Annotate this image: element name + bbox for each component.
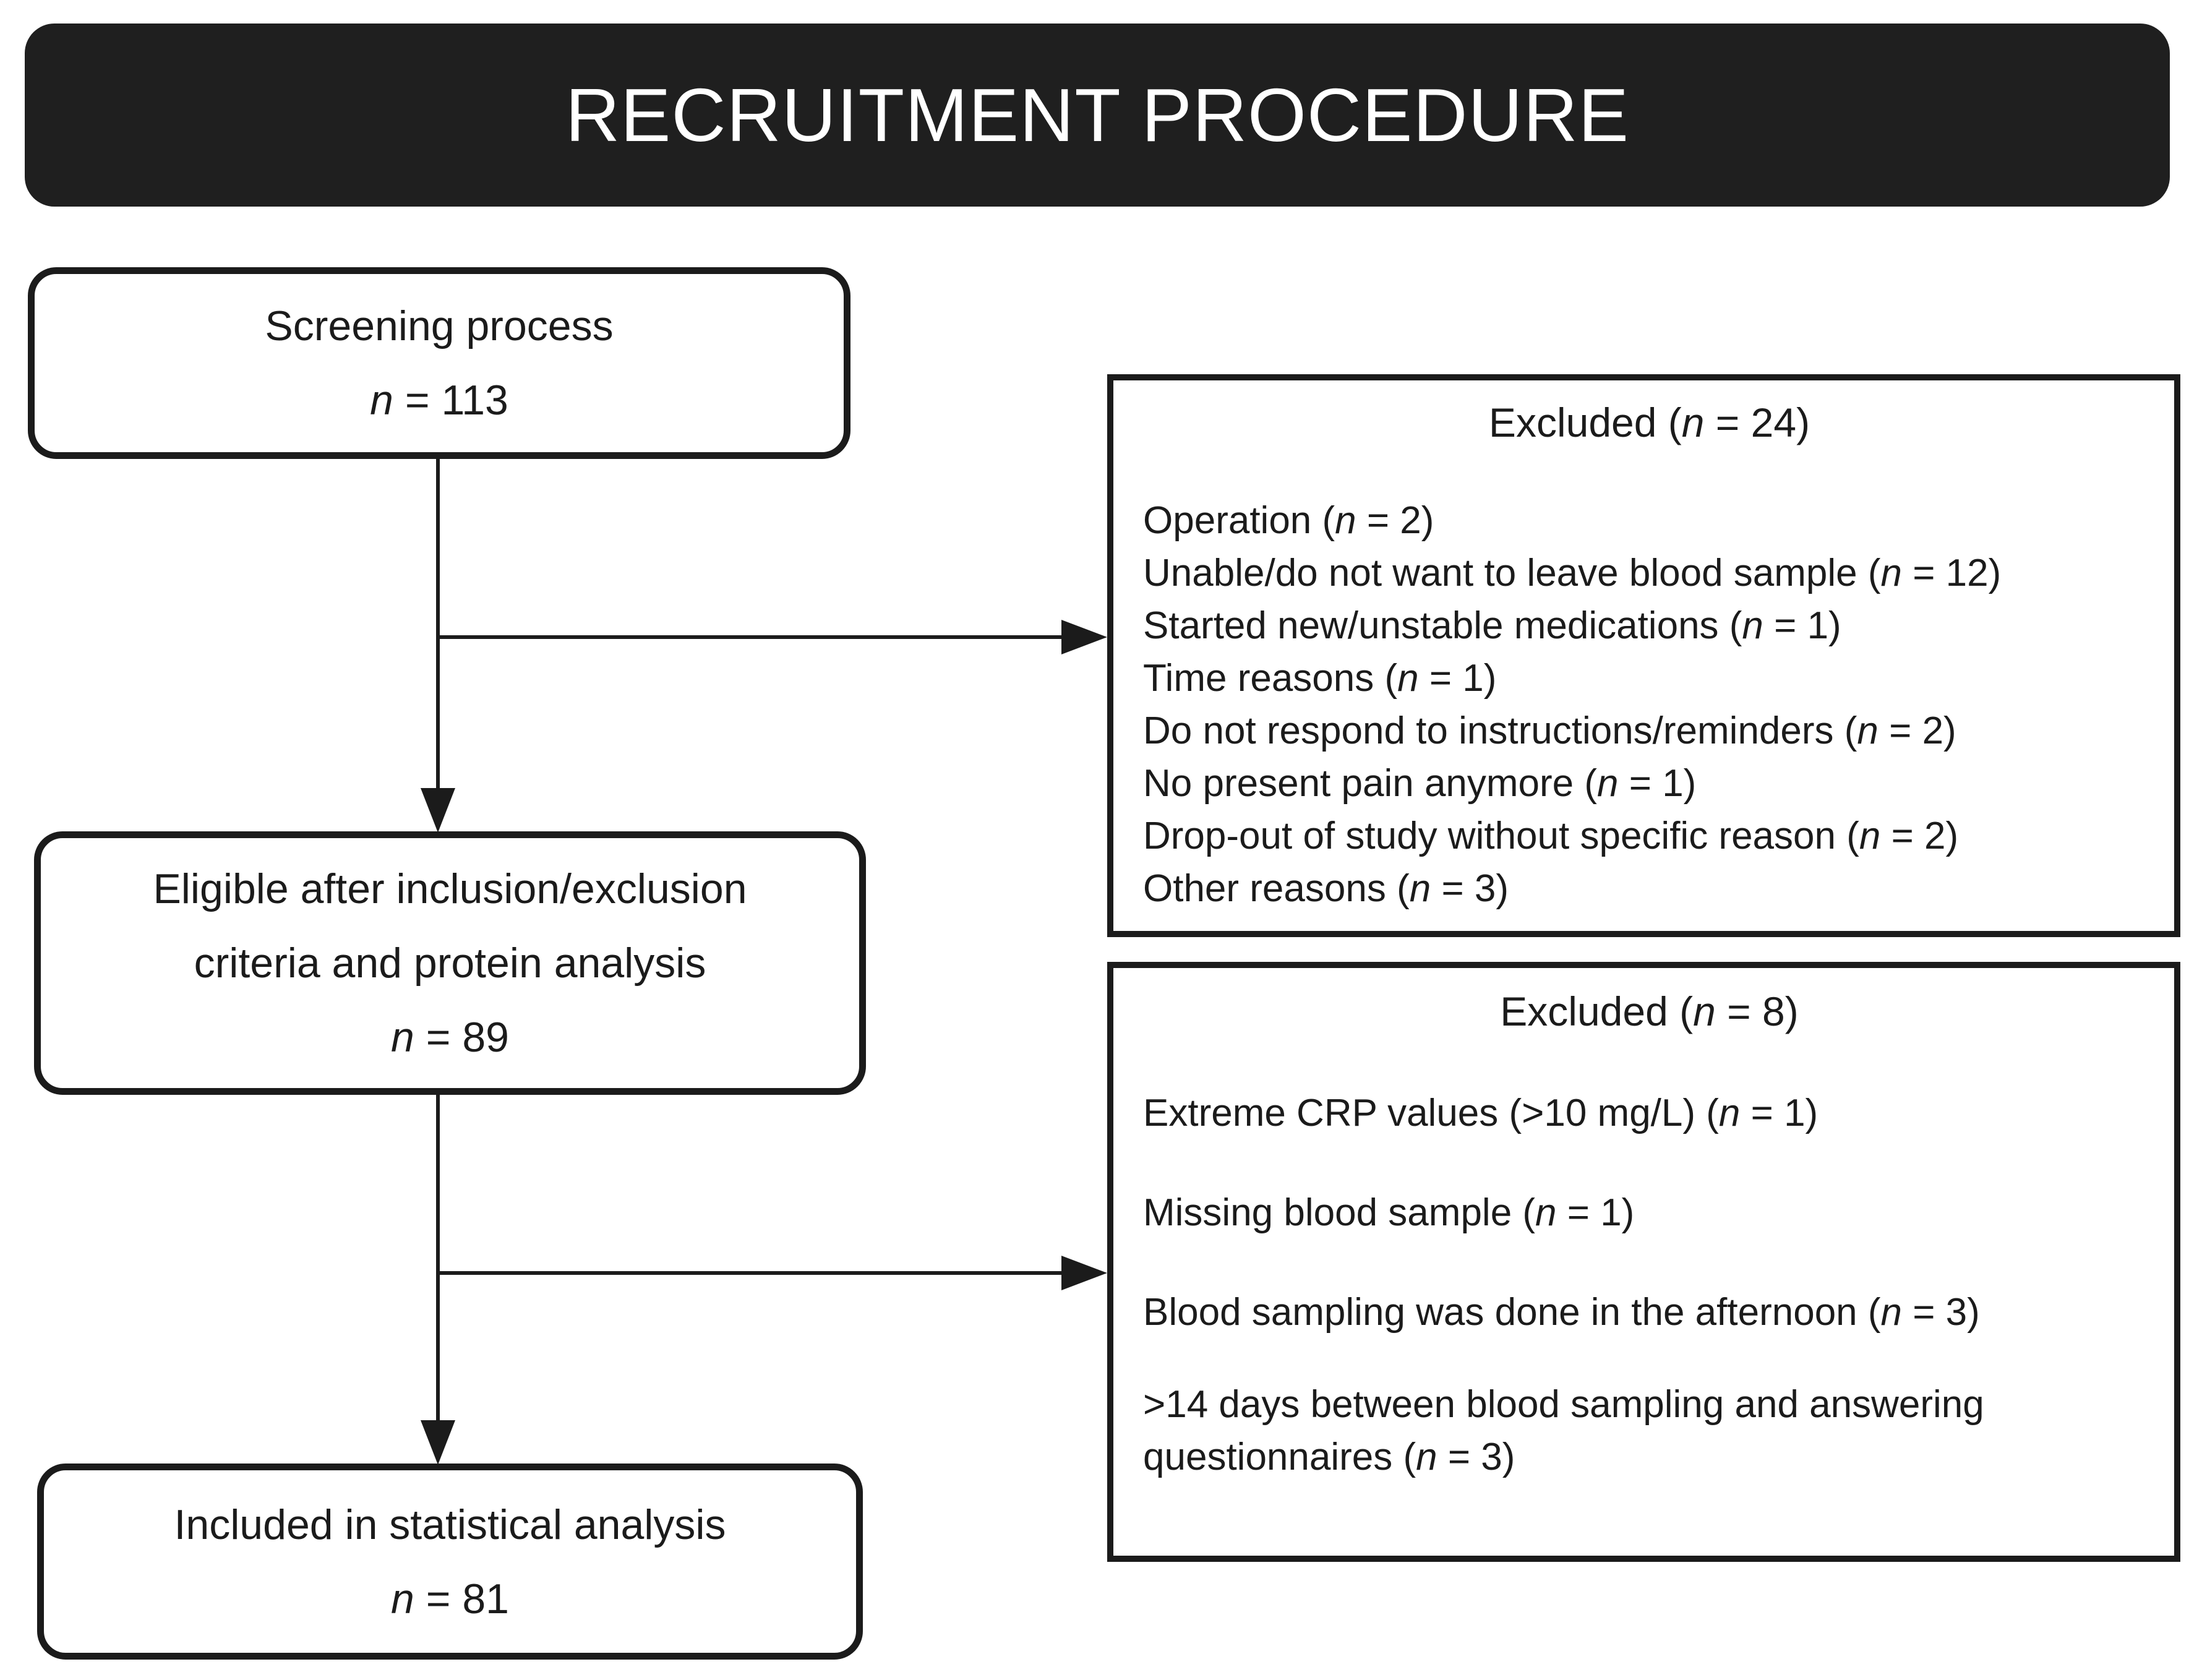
excluded-1-heading-post: = 24) <box>1704 400 1810 445</box>
included-n: n <box>391 1575 414 1622</box>
screening-label: Screening process <box>265 289 613 363</box>
excluded-item-count: = 3) <box>1437 1436 1515 1478</box>
excluded-item-count: = 12) <box>1902 552 2002 594</box>
excluded-item-n: n <box>1718 1092 1741 1134</box>
arrow-right-to-excluded-2-icon <box>438 1256 1107 1290</box>
excluded-item-n: n <box>1742 604 1763 647</box>
excluded-item: Extreme CRP values (>10 mg/L) (n = 1) <box>1143 1087 2156 1139</box>
excluded-item-text: Blood sampling was done in the afternoon… <box>1143 1291 1881 1334</box>
header-bar: RECRUITMENT PROCEDURE <box>25 24 2170 207</box>
excluded-item-count: = 1) <box>1763 604 1841 647</box>
excluded-item-n: n <box>1880 1291 1903 1334</box>
excluded-item-n: n <box>1416 1436 1437 1478</box>
eligible-line2: criteria and protein analysis <box>194 940 706 987</box>
box-screening: Screening process n = 113 <box>28 267 850 459</box>
screening-n: n <box>370 377 393 424</box>
excluded-2-heading-n: n <box>1693 988 1716 1034</box>
excluded-item-n: n <box>1535 1191 1557 1234</box>
excluded-item-n: n <box>1859 815 1881 857</box>
arrow-right-to-excluded-1-icon <box>438 620 1107 654</box>
page-title: RECRUITMENT PROCEDURE <box>565 73 1630 157</box>
excluded-item: Missing blood sample (n = 1) <box>1143 1186 2156 1239</box>
excluded-item-text: Other reasons ( <box>1143 867 1410 910</box>
excluded-item: Do not respond to instructions/reminders… <box>1143 705 2156 757</box>
box-included: Included in statistical analysis n = 81 <box>37 1464 863 1660</box>
excluded-item-text: Operation ( <box>1143 499 1335 542</box>
eligible-n: n <box>391 1014 414 1061</box>
screening-count-text: = 113 <box>393 377 508 424</box>
excluded-2-heading: Excluded (n = 8) <box>1143 983 2156 1040</box>
excluded-item: Unable/do not want to leave blood sample… <box>1143 547 2156 599</box>
excluded-item-text: Unable/do not want to leave blood sample… <box>1143 552 1881 594</box>
excluded-item: Started new/unstable medications (n = 1) <box>1143 599 2156 652</box>
excluded-item-text: Started new/unstable medications ( <box>1143 604 1742 647</box>
excluded-item-n: n <box>1409 867 1431 910</box>
excluded-item: No present pain anymore (n = 1) <box>1143 757 2156 810</box>
excluded-item-text: No present pain anymore ( <box>1143 762 1598 805</box>
excluded-item: Blood sampling was done in the afternoon… <box>1143 1286 2156 1339</box>
excluded-item-count: = 1) <box>1418 657 1497 700</box>
excluded-item-n: n <box>1857 709 1878 752</box>
excluded-item-count: = 2) <box>1878 709 1956 752</box>
excluded-item-text: Do not respond to instructions/reminders… <box>1143 709 1857 752</box>
box-eligible: Eligible after inclusion/exclusion crite… <box>34 831 866 1095</box>
excluded-1-list: Operation (n = 2) Unable/do not want to … <box>1143 494 2156 915</box>
included-count: n = 81 <box>391 1562 509 1636</box>
excluded-item-count: = 2) <box>1880 815 1959 857</box>
eligible-line1: Eligible after inclusion/exclusion <box>153 865 747 912</box>
excluded-2-heading-pre: Excluded ( <box>1500 988 1694 1034</box>
excluded-item-n: n <box>1880 552 1903 594</box>
excluded-item-count: = 1) <box>1618 762 1697 805</box>
eligible-count-text: = 89 <box>414 1014 509 1061</box>
excluded-item-count: = 1) <box>1556 1191 1635 1234</box>
screening-label-text: Screening process <box>265 302 614 349</box>
excluded-item-count: = 1) <box>1740 1092 1818 1134</box>
excluded-item: Operation (n = 2) <box>1143 494 2156 547</box>
excluded-item-count: = 3) <box>1902 1291 1980 1334</box>
arrow-down-screening-to-eligible-icon <box>421 458 455 833</box>
included-count-text: = 81 <box>414 1575 509 1622</box>
excluded-item-text: Drop-out of study without specific reaso… <box>1143 815 1859 857</box>
box-excluded-1: Excluded (n = 24) Operation (n = 2) Unab… <box>1107 374 2180 937</box>
excluded-item-text: Time reasons ( <box>1143 657 1398 700</box>
screening-count: n = 113 <box>370 363 508 437</box>
excluded-item-count: = 2) <box>1356 499 1434 542</box>
excluded-item-text: Missing blood sample ( <box>1143 1191 1536 1234</box>
excluded-1-heading-n: n <box>1681 400 1705 445</box>
excluded-item: Other reasons (n = 3) <box>1143 862 2156 915</box>
excluded-1-heading: Excluded (n = 24) <box>1143 394 2156 451</box>
excluded-item: Time reasons (n = 1) <box>1143 652 2156 705</box>
excluded-1-heading-pre: Excluded ( <box>1488 400 1682 445</box>
excluded-item-text: >14 days between blood sampling and answ… <box>1143 1383 1984 1478</box>
eligible-count: n = 89 <box>391 1000 509 1074</box>
arrow-down-eligible-to-included-icon <box>421 1095 455 1465</box>
excluded-item-count: = 3) <box>1431 867 1509 910</box>
excluded-item: Drop-out of study without specific reaso… <box>1143 810 2156 862</box>
excluded-item-n: n <box>1597 762 1619 805</box>
excluded-item-n: n <box>1335 499 1356 542</box>
excluded-item-text: Extreme CRP values (>10 mg/L) ( <box>1143 1092 1719 1134</box>
excluded-item-n: n <box>1397 657 1419 700</box>
excluded-item: >14 days between blood sampling and answ… <box>1143 1378 2133 1483</box>
excluded-2-heading-post: = 8) <box>1715 988 1799 1034</box>
box-excluded-2: Excluded (n = 8) Extreme CRP values (>10… <box>1107 962 2180 1562</box>
included-label: Included in statistical analysis <box>174 1501 726 1548</box>
